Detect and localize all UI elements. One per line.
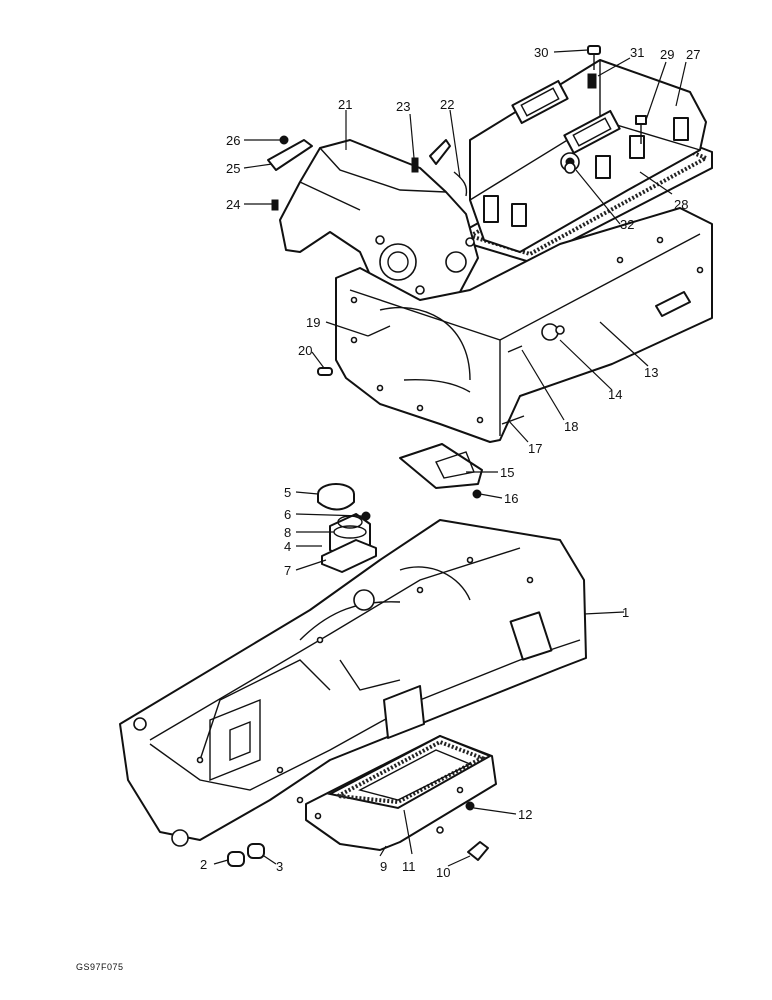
plate-25 bbox=[267, 139, 313, 171]
callout-26: 26 bbox=[226, 133, 240, 148]
top-cover bbox=[469, 59, 707, 253]
main-frame-1 bbox=[119, 519, 587, 847]
callout-28: 28 bbox=[674, 197, 688, 212]
callout-20: 20 bbox=[298, 343, 312, 358]
pin-20 bbox=[317, 367, 333, 376]
callout-labels: 1 2 3 4 5 6 7 8 9 10 11 12 13 14 15 16 1… bbox=[200, 45, 700, 880]
bolt-12 bbox=[465, 801, 475, 811]
callout-9: 9 bbox=[380, 859, 387, 874]
bolt-24 bbox=[271, 199, 279, 211]
drain-plug-10 bbox=[467, 841, 489, 861]
oil-pan-9 bbox=[305, 734, 497, 851]
callout-17: 17 bbox=[528, 441, 542, 456]
callout-27: 27 bbox=[686, 47, 700, 62]
callout-10: 10 bbox=[436, 865, 450, 880]
bolt-32 bbox=[564, 162, 576, 174]
callout-22: 22 bbox=[440, 97, 454, 112]
gasket-7 bbox=[321, 539, 377, 573]
reference-code: GS97F075 bbox=[76, 962, 124, 972]
callout-14: 14 bbox=[608, 387, 622, 402]
callout-18: 18 bbox=[564, 419, 578, 434]
callout-3: 3 bbox=[276, 859, 283, 874]
callout-2: 2 bbox=[200, 857, 207, 872]
bushing-2 bbox=[227, 851, 245, 867]
callout-23: 23 bbox=[396, 99, 410, 114]
callout-21: 21 bbox=[338, 97, 352, 112]
callout-25: 25 bbox=[226, 161, 240, 176]
callout-16: 16 bbox=[504, 491, 518, 506]
center-housing-13 bbox=[335, 207, 713, 443]
stud-17 bbox=[501, 415, 525, 425]
callout-5: 5 bbox=[284, 485, 291, 500]
callout-30: 30 bbox=[534, 45, 548, 60]
callout-1: 1 bbox=[622, 605, 629, 620]
stud-18 bbox=[507, 345, 523, 353]
stud-19 bbox=[367, 325, 391, 337]
callout-4: 4 bbox=[284, 539, 291, 554]
callout-31: 31 bbox=[630, 45, 644, 60]
filler-cap-5 bbox=[317, 483, 355, 511]
bolt-16 bbox=[472, 489, 482, 499]
dipstick-22 bbox=[429, 139, 468, 197]
callout-11: 11 bbox=[402, 859, 416, 874]
bolt-23 bbox=[411, 157, 419, 173]
bolt-26 bbox=[279, 135, 289, 145]
callout-8: 8 bbox=[284, 525, 291, 540]
bushing-3 bbox=[247, 843, 265, 859]
cover-plate-15 bbox=[399, 443, 483, 489]
bolt-6 bbox=[361, 511, 371, 521]
callout-19: 19 bbox=[306, 315, 320, 330]
callout-6: 6 bbox=[284, 507, 291, 522]
housing-21 bbox=[279, 139, 479, 311]
callout-29: 29 bbox=[660, 47, 674, 62]
callout-15: 15 bbox=[500, 465, 514, 480]
callout-32: 32 bbox=[620, 217, 634, 232]
callout-24: 24 bbox=[226, 197, 240, 212]
callout-13: 13 bbox=[644, 365, 658, 380]
callout-7: 7 bbox=[284, 563, 291, 578]
callout-12: 12 bbox=[518, 807, 532, 822]
leader-lines bbox=[213, 49, 687, 867]
bolt-31 bbox=[587, 73, 597, 89]
